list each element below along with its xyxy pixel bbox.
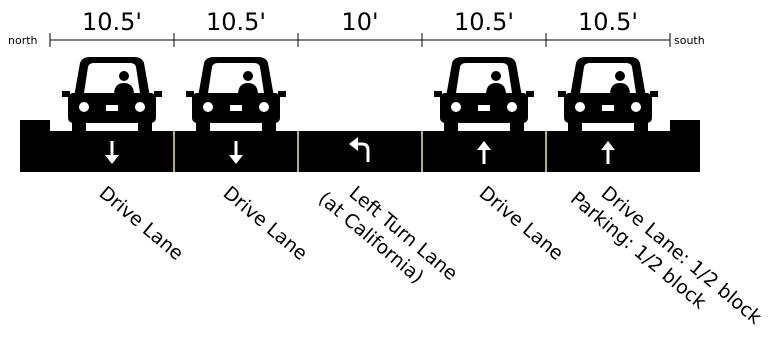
down-arrow-icon <box>105 141 119 164</box>
lane-label: Drive Lane: 1/2 block Parking: 1/2 block <box>566 169 770 351</box>
dimension-line: north south 10.5' 10.5' 10' 10.5' 10.5' <box>8 8 705 47</box>
lane-width-2: 10.5' <box>206 8 266 36</box>
south-label: south <box>674 34 705 47</box>
lane-width-3: 10' <box>341 8 378 36</box>
up-arrow-icon <box>477 141 491 164</box>
car-icon <box>62 57 162 133</box>
lane-label: Left Turn Lane (at California) <box>314 169 466 307</box>
lane-dividers <box>173 131 547 172</box>
lane-label: Drive Lane <box>95 182 188 265</box>
car-icon <box>558 57 658 133</box>
lane-labels: Drive Lane Drive Lane Left Turn Lane (at… <box>95 169 770 351</box>
up-arrow-icon <box>601 141 615 164</box>
lane-label-line: Drive Lane: 1/2 block <box>597 182 766 329</box>
cars <box>62 57 658 133</box>
lane-label-line: Drive Lane <box>475 182 568 265</box>
car-icon <box>186 57 286 133</box>
car-icon <box>434 57 534 133</box>
lane-arrows <box>105 137 615 164</box>
left-turn-arrow-icon <box>349 137 370 162</box>
lane-width-5: 10.5' <box>578 8 638 36</box>
road-surface <box>50 131 670 172</box>
down-arrow-icon <box>229 141 243 164</box>
lane-label-line: Drive Lane <box>95 182 188 265</box>
north-label: north <box>8 34 38 47</box>
east-curb <box>670 120 700 172</box>
west-curb <box>20 120 50 172</box>
lane-label: Drive Lane <box>219 182 312 265</box>
lane-label-line: Drive Lane <box>219 182 312 265</box>
lane-width-1: 10.5' <box>82 8 142 36</box>
lane-label: Drive Lane <box>475 182 568 265</box>
lane-width-4: 10.5' <box>454 8 514 36</box>
